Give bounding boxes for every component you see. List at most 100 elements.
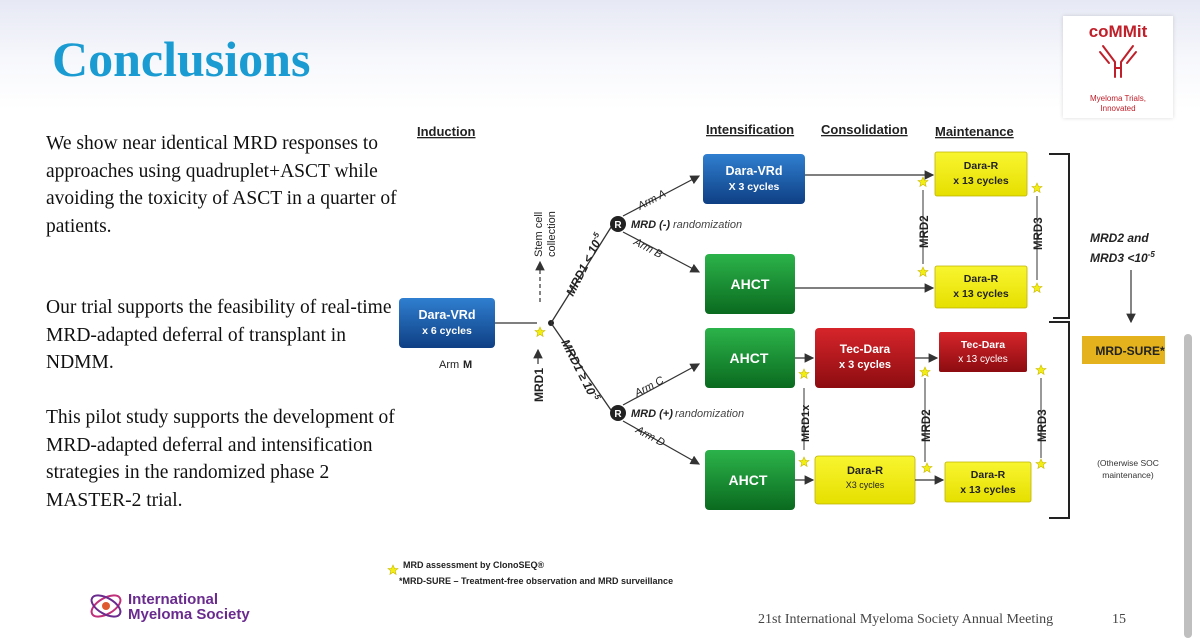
mrd-neg-label: MRD (-)	[631, 219, 670, 231]
trial-schema-diagram: Induction Intensification Consolidation …	[387, 122, 1165, 586]
mrd1x-label: MRD1x	[800, 404, 812, 442]
mrd2-upper-label: MRD2	[919, 215, 931, 248]
mrd-sure-label: MRD-SURE*	[1095, 344, 1165, 358]
page-number: 15	[1112, 612, 1126, 627]
star-icon	[1035, 458, 1047, 469]
arm-b-label: Arm B	[631, 236, 665, 261]
arm-m-label: Arm	[439, 359, 459, 371]
dara-r-cons-line2: X3 cycles	[846, 480, 885, 490]
star-icon	[917, 176, 929, 187]
dara-vrd-int-line2: X 3 cycles	[729, 181, 780, 193]
tec-dara-cons-line2: x 3 cycles	[839, 359, 891, 371]
dara-vrd-intensification-box	[703, 154, 805, 204]
maint-a-line2: x 13 cycles	[953, 175, 1009, 187]
mrd3-upper-label: MRD3	[1033, 217, 1045, 250]
randomization-icon	[610, 216, 626, 232]
commit-tagline-1: Myeloma Trials,	[1089, 94, 1146, 103]
star-icon	[1035, 364, 1047, 375]
ahct-label-arm-c: AHCT	[730, 350, 769, 366]
slide-title: Conclusions	[52, 31, 311, 87]
maint-b-line1: Dara-R	[964, 273, 999, 285]
commit-tagline-2: Innovated	[1100, 104, 1136, 113]
header-consolidation: Consolidation	[821, 122, 908, 137]
dara-r-cons-line1: Dara-R	[847, 465, 883, 477]
vertical-scrollbar[interactable]	[1184, 334, 1192, 638]
maint-d-line2: x 13 cycles	[960, 484, 1016, 496]
star-icon	[917, 266, 929, 277]
legend-note-text: *MRD-SURE – Treatment-free observation a…	[399, 576, 673, 586]
soc-note-2: maintenance)	[1102, 470, 1154, 480]
induction-box-line1: Dara-VRd	[419, 308, 476, 322]
arm-a-label: Arm A	[635, 188, 668, 213]
randomization-r-upper: R	[614, 220, 622, 231]
mrd1-high-label: MRD1 ≥ 10-5	[558, 337, 602, 405]
stem-cell-label-2: collection	[546, 211, 558, 257]
ahct-box-arm-b	[705, 254, 795, 314]
tec-dara-cons-line1: Tec-Dara	[840, 342, 891, 356]
star-icon	[919, 366, 931, 377]
bracket-lower	[1049, 321, 1070, 519]
stem-cell-label-1: Stem cell	[533, 212, 545, 257]
ahct-box-arm-d	[705, 450, 795, 510]
legend-star-text: MRD assessment by ClonoSEQ®	[403, 560, 545, 570]
conclusion-paragraph-2: Our trial supports the feasibility of re…	[46, 297, 392, 373]
maint-d-line1: Dara-R	[971, 469, 1006, 481]
induction-box-line2: x 6 cycles	[422, 325, 472, 337]
mrd23-label-2: MRD3 <10-5	[1090, 250, 1155, 265]
star-icon	[387, 564, 399, 575]
star-icon	[1031, 282, 1043, 293]
tec-dara-consolidation-box	[815, 328, 915, 388]
ahct-label-arm-d: AHCT	[729, 472, 768, 488]
ims-logo-line2: Myeloma Society	[128, 606, 250, 623]
star-icon	[798, 368, 810, 379]
commit-logo-name: coMMit	[1088, 22, 1148, 41]
conclusion-paragraph-1: We show near identical MRD responses to …	[46, 133, 397, 237]
mrd2-lower-label: MRD2	[921, 409, 933, 442]
bracket-upper	[1049, 153, 1070, 319]
ims-logo-icon	[90, 594, 122, 618]
arm-m-letter: M	[463, 359, 472, 371]
arm-b-arrow	[622, 231, 701, 273]
star-icon	[1031, 182, 1043, 193]
ims-logo-line1: International	[128, 591, 219, 608]
commit-logo: coMMit Myeloma Trials, Innovated	[1063, 16, 1173, 118]
ahct-label-arm-b: AHCT	[731, 276, 770, 292]
branch-lower-line	[550, 322, 614, 414]
header-intensification: Intensification	[706, 122, 794, 137]
maintenance-box-arm-a	[934, 151, 1028, 197]
star-icon	[798, 456, 810, 467]
maintenance-box-arm-c	[939, 332, 1027, 372]
arm-d-arrow	[622, 420, 701, 465]
footer-meeting-text: 21st International Myeloma Society Annua…	[758, 612, 1054, 627]
star-icon	[534, 326, 546, 337]
antibody-icon	[1099, 45, 1137, 78]
conclusion-paragraph-3: This pilot study supports the developmen…	[46, 407, 395, 511]
mrd1-label: MRD1	[532, 368, 546, 402]
mrd-pos-label: MRD (+)	[631, 408, 673, 420]
maint-b-line2: x 13 cycles	[953, 288, 1009, 300]
arm-c-label: Arm C	[632, 374, 666, 400]
arm-a-arrow	[622, 175, 701, 217]
ims-logo-name: International Myeloma Society	[128, 592, 250, 622]
ahct-box-arm-c	[705, 328, 795, 388]
induction-box	[399, 298, 495, 348]
star-icon	[921, 462, 933, 473]
soc-note-1: (Otherwise SOC	[1097, 458, 1159, 468]
header-maintenance: Maintenance	[935, 124, 1014, 139]
mrd1-low-label: MRD1 < 10-5	[562, 230, 607, 298]
maintenance-box-arm-d	[944, 461, 1032, 503]
mrd23-label-1: MRD2 and	[1090, 231, 1149, 245]
arm-d-label: Arm D	[633, 424, 667, 450]
mrd3-lower-label: MRD3	[1037, 409, 1049, 442]
dara-vrd-int-line1: Dara-VRd	[726, 164, 783, 178]
mrd-sure-box	[1082, 336, 1165, 364]
header-induction: Induction	[417, 124, 476, 139]
maint-c-line2: x 13 cycles	[958, 354, 1007, 365]
mrd-pos-randomization: randomization	[675, 408, 744, 420]
maintenance-box-arm-b	[934, 265, 1028, 309]
branch-upper-line	[550, 223, 614, 324]
mrd-neg-randomization: randomization	[673, 219, 742, 231]
arm-c-arrow	[622, 363, 701, 406]
maint-a-line1: Dara-R	[964, 160, 999, 172]
maint-c-line1: Tec-Dara	[961, 339, 1005, 351]
